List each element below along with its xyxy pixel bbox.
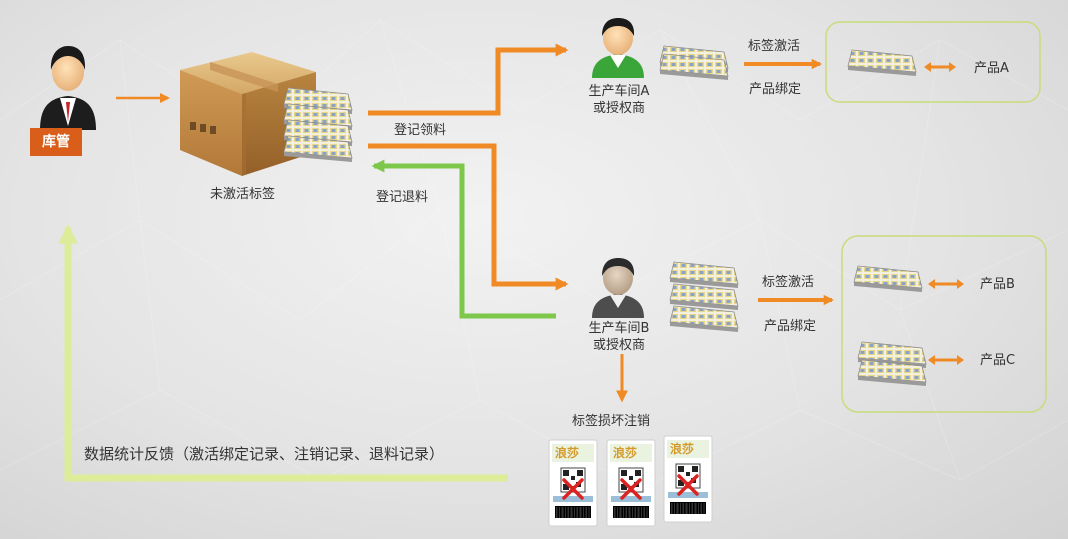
damaged-tag-2-brand: 浪莎 <box>613 446 638 460</box>
warehouse-keeper-badge: 库管 <box>30 128 82 156</box>
background-pattern <box>0 19 1068 491</box>
damaged-tag-1-brand: 浪莎 <box>555 446 580 460</box>
product-b-tag-sheet <box>853 265 923 293</box>
bind-arrow-c <box>928 355 964 365</box>
damaged-label: 标签损坏注销 <box>572 414 651 429</box>
product-b-label: 产品B <box>980 277 1015 292</box>
workshop-b-bind-label: 产品绑定 <box>764 319 817 334</box>
product-a-tag-sheet <box>847 49 917 77</box>
workshop-b-tag-sheets <box>669 261 739 333</box>
workshop-a-bind-label: 产品绑定 <box>749 82 802 97</box>
product-a-group-border <box>825 21 1041 103</box>
workshop-b-label-2: 或授权商 <box>592 338 645 353</box>
return-label: 登记退料 <box>376 190 429 205</box>
workshop-a-label-2: 或授权商 <box>592 101 645 116</box>
workshop-b-activate-label: 标签激活 <box>762 275 815 290</box>
product-a-label: 产品A <box>974 61 1009 76</box>
workshop-a-person <box>592 18 644 78</box>
arrow-data-feedback <box>58 224 508 482</box>
arrow-issue-to-workshop-b <box>368 143 569 291</box>
arrow-issue-to-workshop-a <box>368 43 569 116</box>
workshop-a-label-1: 生产车间A <box>588 84 650 99</box>
arrow-return-from-workshop-b <box>371 159 556 319</box>
stock-label: 未激活标签 <box>210 187 276 202</box>
damaged-tag-3-brand: 浪莎 <box>670 442 695 456</box>
workshop-a-activate-label: 标签激活 <box>748 39 801 54</box>
product-c-tag-sheets <box>857 341 927 387</box>
issue-label: 登记领料 <box>394 123 447 138</box>
product-c-label: 产品C <box>980 353 1016 368</box>
workshop-b-person <box>592 258 644 318</box>
product-bc-group-border <box>841 235 1047 413</box>
feedback-label: 数据统计反馈（激活绑定记录、注销记录、退料记录） <box>84 445 445 463</box>
warehouse-keeper-figure <box>40 46 96 130</box>
workshop-b-label-1: 生产车间B <box>588 321 650 336</box>
bind-arrow-a <box>924 62 956 72</box>
workshop-a-tag-sheet <box>659 45 729 81</box>
bind-arrow-b <box>928 279 964 289</box>
unactivated-tag-sheets <box>283 87 353 163</box>
